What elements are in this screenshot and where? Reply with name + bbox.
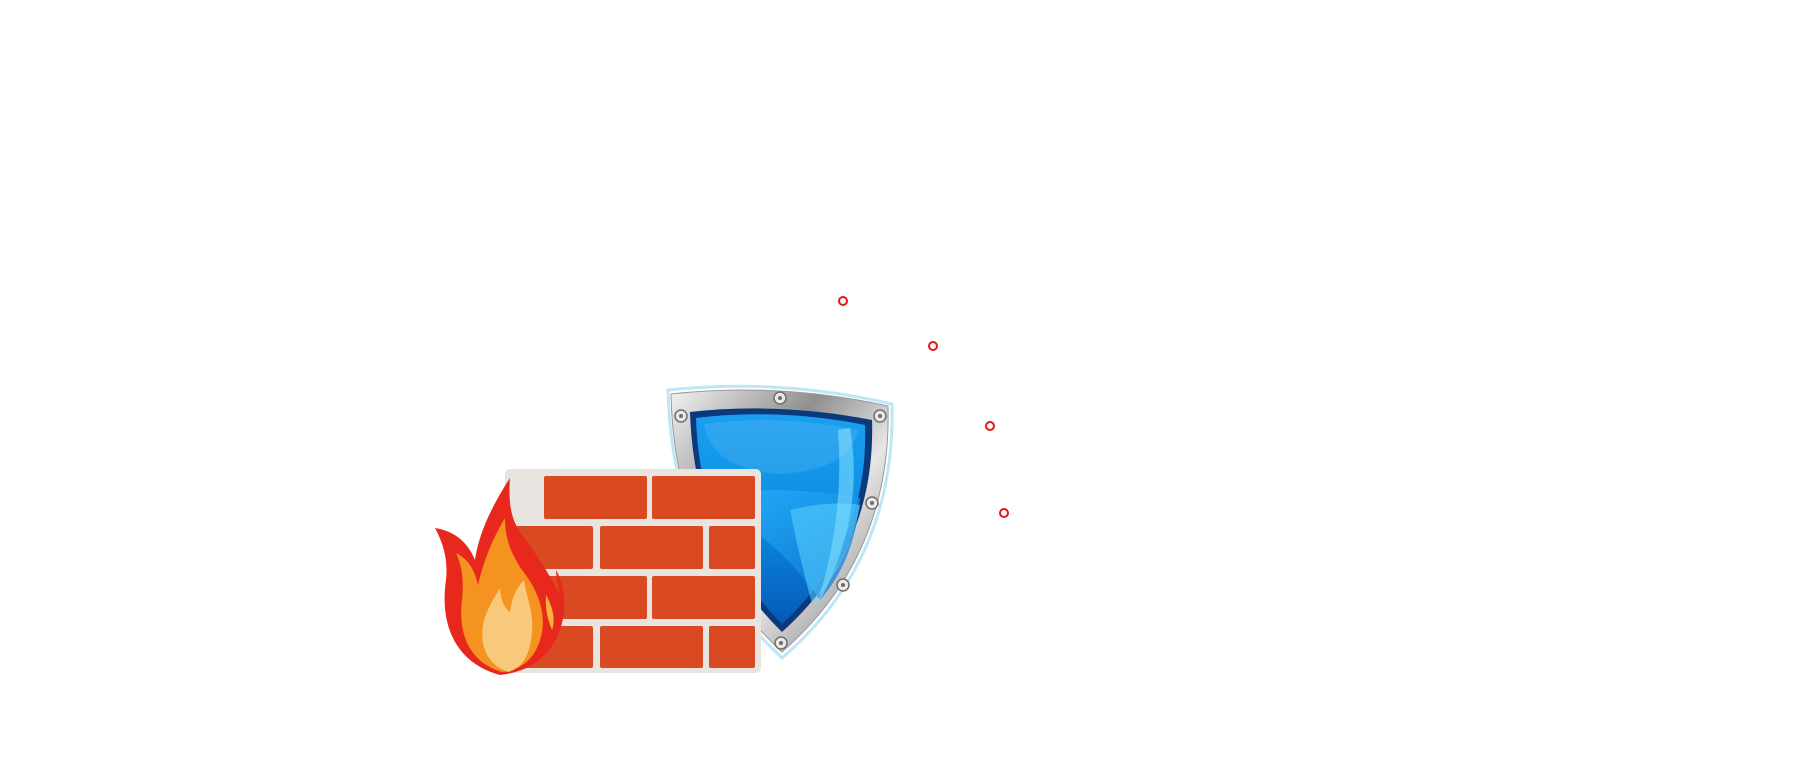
marker-dot bbox=[838, 296, 848, 306]
flame-icon bbox=[435, 478, 565, 675]
marker-dot bbox=[985, 421, 995, 431]
shield-icon bbox=[666, 384, 894, 661]
marker-dot bbox=[999, 508, 1009, 518]
marker-dot bbox=[928, 341, 938, 351]
